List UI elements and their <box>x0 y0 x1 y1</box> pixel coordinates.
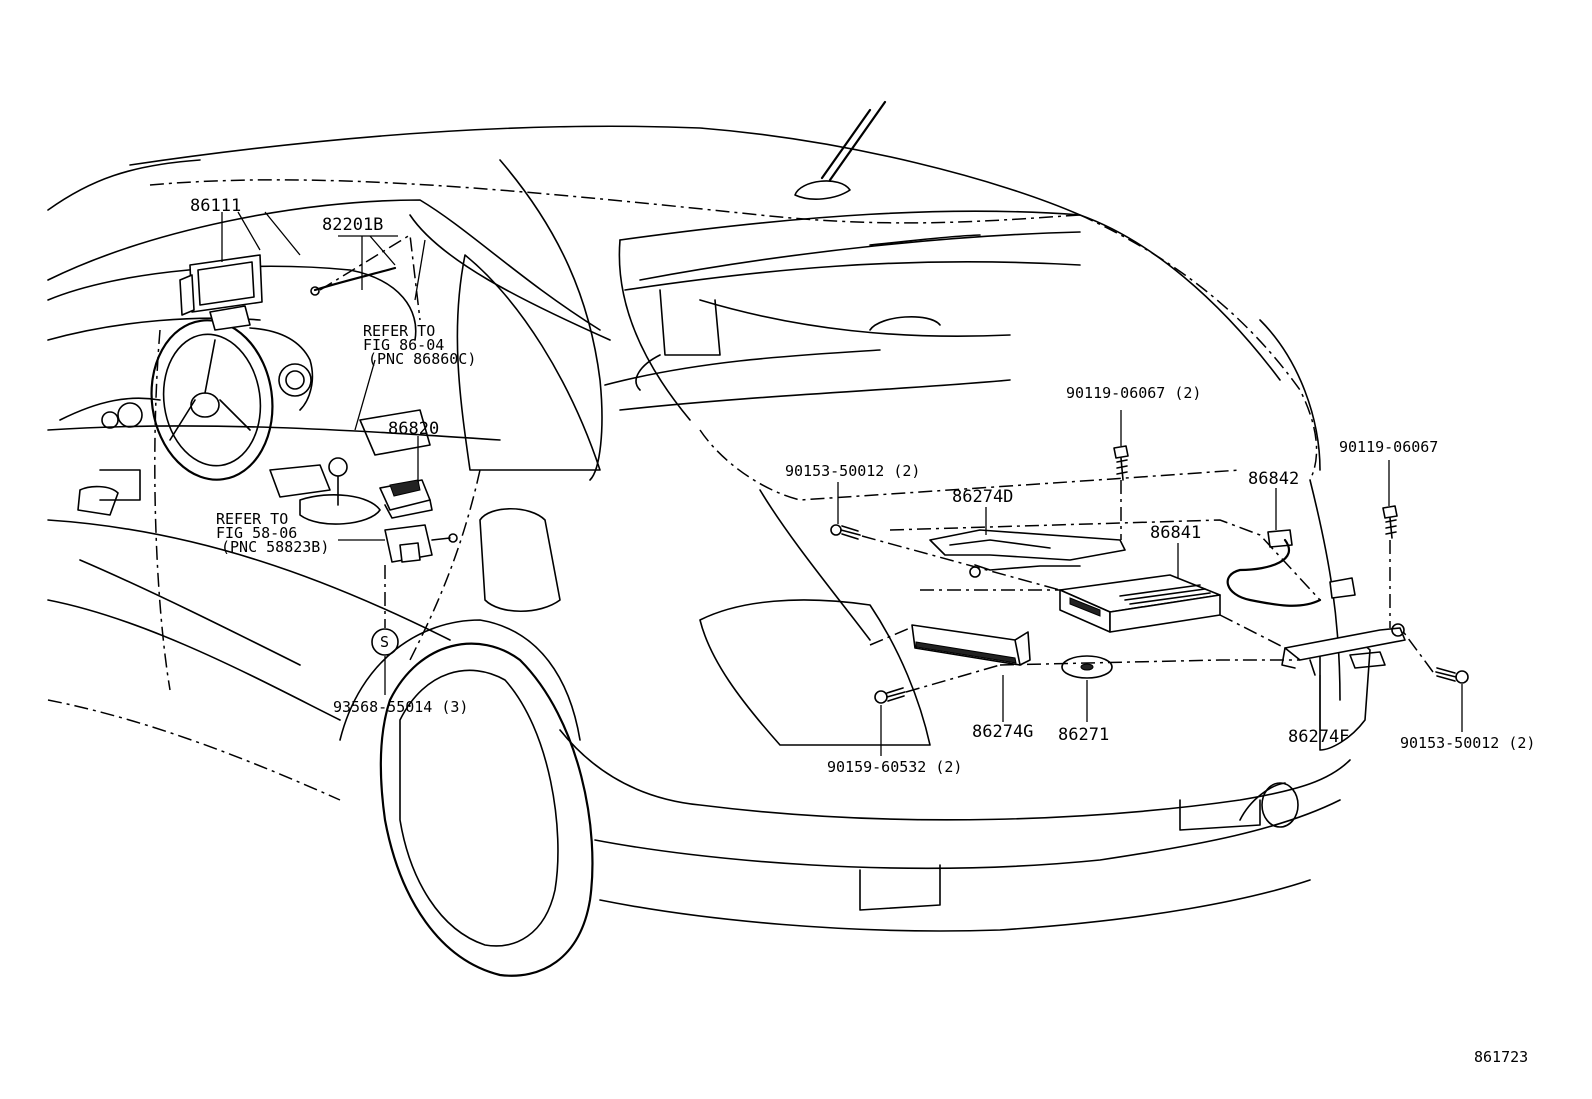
bolt-90159 <box>874 687 906 704</box>
label-86820: 86820 <box>388 419 439 439</box>
label-82201B: 82201B <box>322 215 383 235</box>
label-refer2-line2: FIG 58-06 <box>216 524 297 542</box>
label-86274G: 86274G <box>972 722 1033 742</box>
label-refer1-line2: FIG 86-04 <box>363 336 444 354</box>
label-refer1-line3: (PNC 86860C) <box>368 350 476 368</box>
display-unit-86111 <box>179 254 263 331</box>
leader-lines <box>221 211 1463 756</box>
label-86841: 86841 <box>1150 523 1201 543</box>
bracket-58823B <box>384 524 458 563</box>
label-86274D: 86274D <box>952 487 1013 507</box>
label-86111: 86111 <box>190 196 241 216</box>
callout-labels: 86111 82201B REFER TO FIG 86-04 (PNC 868… <box>190 196 1535 1066</box>
bolt-90119-center <box>1113 445 1129 481</box>
label-86271: 86271 <box>1058 725 1109 745</box>
bracket-86274D <box>929 529 1126 578</box>
label-90153-a: 90153-50012 (2) <box>785 462 920 480</box>
label-s-symbol: S <box>380 633 389 651</box>
switch-unit-86820 <box>379 479 433 519</box>
bracket-86274F <box>1281 623 1406 676</box>
label-90159: 90159-60532 (2) <box>827 758 962 776</box>
label-90153-b: 90153-50012 (2) <box>1400 734 1535 752</box>
label-90119-b: 90119-06067 <box>1339 438 1438 456</box>
label-86274F: 86274F <box>1288 727 1349 747</box>
amplifier-86841 <box>1059 574 1221 633</box>
figure-id: 861723 <box>1474 1048 1528 1066</box>
s-symbol-circle <box>371 628 399 656</box>
label-90119-a: 90119-06067 (2) <box>1066 384 1201 402</box>
label-refer1-line1: REFER TO <box>363 322 435 340</box>
label-refer2-line1: REFER TO <box>216 510 288 528</box>
disc-86271 <box>1061 655 1113 679</box>
label-refer2-line3: (PNC 58823B) <box>221 538 329 556</box>
harness-86842 <box>1226 529 1356 607</box>
assembly-lines <box>319 233 1434 693</box>
label-93568: 93568-55014 (3) <box>333 698 468 716</box>
label-86842: 86842 <box>1248 469 1299 489</box>
bolt-90119-right <box>1382 505 1398 539</box>
bolt-90153-right <box>1435 667 1469 684</box>
bracket-86274G <box>911 624 1031 666</box>
bolt-90153-left <box>830 524 861 540</box>
